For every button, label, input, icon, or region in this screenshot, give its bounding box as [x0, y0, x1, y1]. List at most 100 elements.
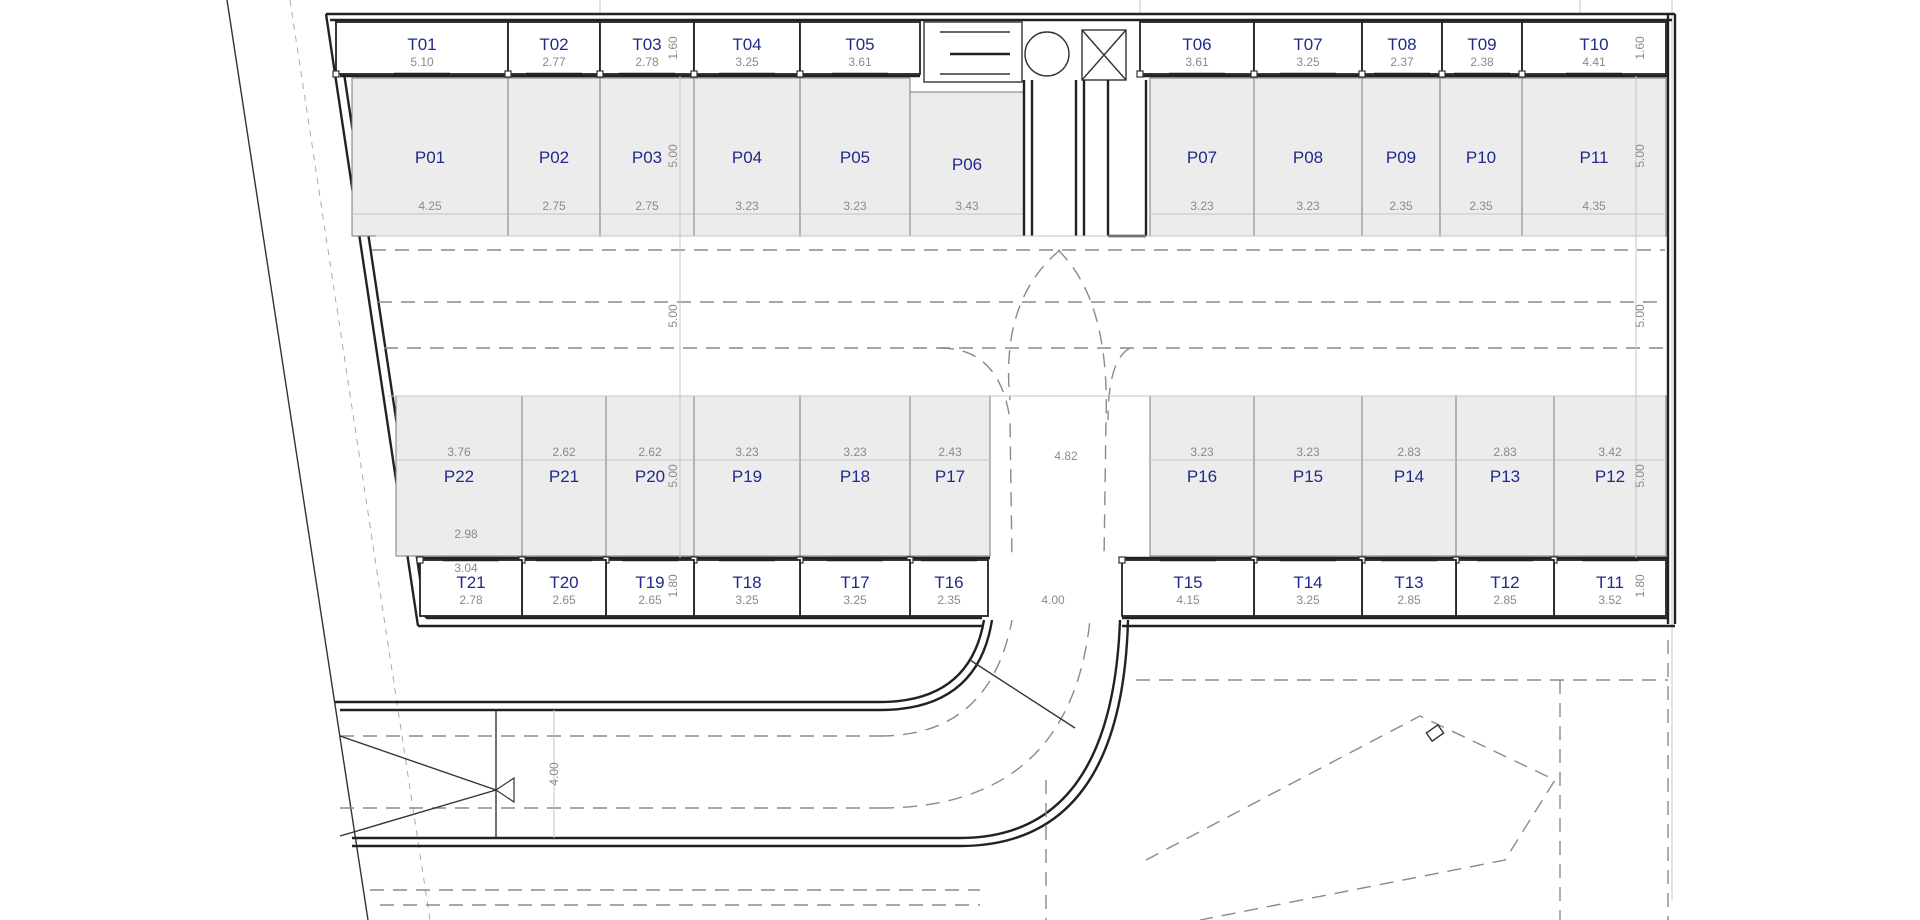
storage-room-width: 2.38: [1470, 55, 1494, 69]
storage-room-label: T11: [1596, 573, 1624, 592]
parking-space-width: 3.23: [1296, 445, 1320, 459]
storage-room-width: 2.65: [638, 593, 662, 607]
parking-space-area: [693, 395, 801, 557]
dim-space-depth-top-right: 5.00: [1633, 144, 1647, 168]
storage-room-width: 2.77: [542, 55, 566, 69]
storage-room-label: T12: [1490, 573, 1519, 592]
storage-room-walls: [1121, 559, 1255, 617]
parking-space-width: 3.76: [447, 445, 471, 459]
parking-space-width: 2.83: [1397, 445, 1421, 459]
parking-space-area: [1521, 77, 1667, 237]
parking-space: P22 3.76: [395, 395, 523, 557]
parking-space-label: P04: [732, 148, 762, 167]
ramp: [335, 619, 1130, 848]
storage-room-width: 2.37: [1390, 55, 1414, 69]
parking-space: P02 2.75: [507, 77, 601, 237]
parking-space-label: P02: [539, 148, 569, 167]
storage-room-width: 2.78: [635, 55, 659, 69]
parking-space-width: 2.43: [938, 445, 962, 459]
storage-room-walls: [693, 559, 801, 617]
parking-space-label: P05: [840, 148, 870, 167]
parking-space-area: [351, 77, 509, 237]
parking-space-area: [909, 91, 1025, 237]
parking-space-width: 2.62: [638, 445, 662, 459]
dim-storage-depth-left: 1.60: [666, 36, 680, 60]
parking-space-width: 2.35: [1389, 199, 1413, 213]
storage-room-label: T04: [732, 35, 761, 54]
storage-room-label: T06: [1182, 35, 1211, 54]
wall-pillar: [332, 70, 340, 78]
dim-space-depth-top-left: 5.00: [666, 144, 680, 168]
parking-space-width: 2.83: [1493, 445, 1517, 459]
parking-space-width: 2.35: [1469, 199, 1493, 213]
parking-space-width: 3.23: [843, 445, 867, 459]
storage-room-label: T02: [539, 35, 568, 54]
parking-space-width: 2.75: [542, 199, 566, 213]
wall-pillar: [1118, 556, 1126, 564]
parking-spaces-layer: P014.25P022.75P032.75P043.23P053.23P063.…: [351, 77, 1667, 557]
storage-room-walls: [799, 559, 911, 617]
wall-pillar: [690, 70, 698, 78]
storage-room-width: 3.25: [1296, 55, 1320, 69]
storage-room-width: 3.25: [1296, 593, 1320, 607]
parking-space-area: [693, 77, 801, 237]
storage-room-label: T21: [456, 573, 485, 592]
parking-space-width: 3.43: [955, 199, 979, 213]
dim-space-depth-bottom-left: 5.00: [666, 464, 680, 488]
storage-room-walls: [419, 559, 523, 617]
parking-space-width: 3.42: [1598, 445, 1622, 459]
building-outline: [324, 12, 1677, 628]
parking-space-label: P12: [1595, 467, 1625, 486]
parking-space: P12 3.42: [1553, 395, 1667, 557]
parking-space-area: [909, 395, 991, 557]
parking-space-area: [1361, 77, 1441, 237]
storage-room-walls: [1253, 559, 1363, 617]
storage-room-walls: [693, 21, 801, 75]
storage-room-width: 2.35: [937, 593, 961, 607]
storage-room-walls: [1455, 559, 1555, 617]
wall-pillar: [596, 70, 604, 78]
wall-pillar: [1518, 70, 1526, 78]
parking-space-label: P22: [444, 467, 474, 486]
dim-aisle-left: 5.00: [666, 304, 680, 328]
parking-space-label: P07: [1187, 148, 1217, 167]
extra-dimensions: 1.60 1.60 5.00 5.00 5.00 5.00 5.00 5.00 …: [454, 36, 1647, 786]
parking-space-area: [1455, 395, 1555, 557]
aisle-markings: [372, 76, 1665, 561]
parking-space-label: P03: [632, 148, 662, 167]
dim-storage-depth-bottom-left: 1.80: [666, 574, 680, 598]
parking-space-width: 3.23: [1296, 199, 1320, 213]
parking-space-label: P14: [1394, 467, 1424, 486]
storage-room-width: 4.41: [1582, 55, 1606, 69]
parking-space-area: [1253, 395, 1363, 557]
storage-room-label: T01: [407, 35, 436, 54]
storage-room-label: T16: [934, 573, 963, 592]
storage-room-walls: [335, 21, 509, 75]
storage-room-width: 2.85: [1493, 593, 1517, 607]
